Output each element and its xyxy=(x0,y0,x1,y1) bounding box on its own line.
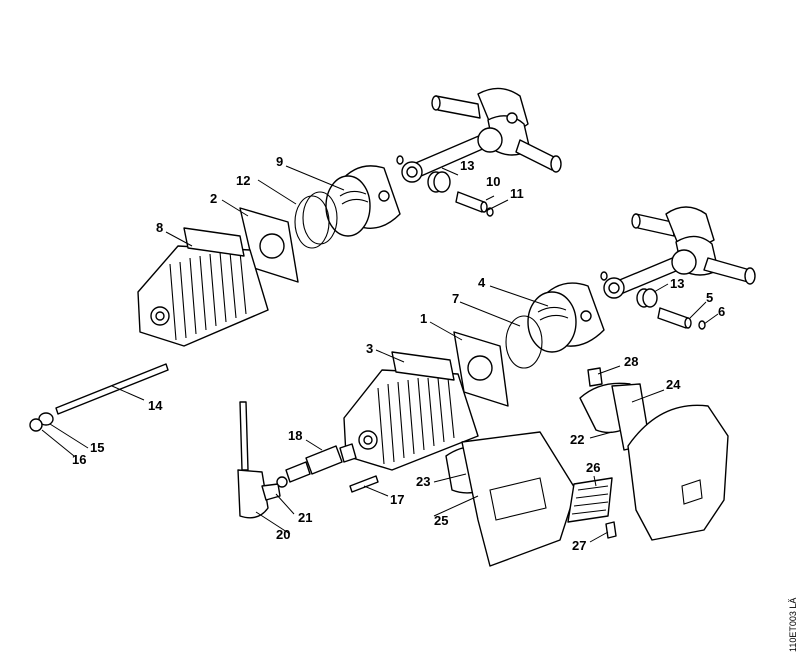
label-2: 2 xyxy=(210,191,217,206)
label-7: 7 xyxy=(452,291,459,306)
connecting-rod-upper xyxy=(401,127,503,183)
label-13-lower: 13 xyxy=(670,276,684,291)
crankshaft-upper xyxy=(431,87,562,173)
label-16: 16 xyxy=(72,452,86,467)
label-15: 15 xyxy=(90,440,104,455)
ignition-lead xyxy=(237,401,281,519)
screw-28 xyxy=(587,367,603,387)
label-10: 10 xyxy=(486,174,500,189)
screw-27 xyxy=(605,521,617,539)
label-23: 23 xyxy=(416,474,430,489)
label-9: 9 xyxy=(276,154,283,169)
spark-plug xyxy=(276,443,357,488)
label-27: 27 xyxy=(572,538,586,553)
label-20: 20 xyxy=(276,527,290,542)
drawing-code: 110ET003 LÄ xyxy=(788,598,798,652)
tie-rod xyxy=(29,363,169,432)
cylinder-lower xyxy=(343,331,509,471)
label-24: 24 xyxy=(666,377,681,392)
label-22: 22 xyxy=(570,432,584,447)
circlip-lower-left xyxy=(600,271,608,281)
piston-pin-lower xyxy=(657,307,692,329)
piston-upper xyxy=(325,165,401,237)
label-26: 26 xyxy=(586,460,600,475)
part-labels: 13 10 11 9 12 2 8 4 7 1 3 13 5 6 14 15 1… xyxy=(72,154,725,553)
label-5: 5 xyxy=(706,290,713,305)
circlip-upper-left xyxy=(396,155,404,165)
needle-bearing-upper xyxy=(427,171,451,193)
piston-pin-upper xyxy=(455,191,488,213)
label-8: 8 xyxy=(156,220,163,235)
circlip-lower xyxy=(698,320,706,330)
muffler-shell-front xyxy=(461,431,577,567)
label-25: 25 xyxy=(434,513,448,528)
cylinder-upper xyxy=(137,207,299,347)
label-4: 4 xyxy=(478,275,486,290)
label-13-upper: 13 xyxy=(460,158,474,173)
needle-bearing-lower xyxy=(636,288,658,308)
leader-lines xyxy=(41,165,719,543)
connecting-rod-lower xyxy=(603,249,697,299)
spark-arrestor-screen xyxy=(567,477,613,523)
label-1: 1 xyxy=(420,311,427,326)
label-14: 14 xyxy=(148,398,163,413)
label-3: 3 xyxy=(366,341,373,356)
piston-ring-lower xyxy=(505,315,543,369)
label-28: 28 xyxy=(624,354,638,369)
label-6: 6 xyxy=(718,304,725,319)
label-21: 21 xyxy=(298,510,312,525)
cylinder-screw xyxy=(349,475,379,493)
muffler-body xyxy=(627,404,729,541)
piston-lower xyxy=(527,282,605,353)
label-11: 11 xyxy=(510,186,524,201)
piston-rings-upper xyxy=(294,191,338,249)
label-17: 17 xyxy=(390,492,404,507)
label-12: 12 xyxy=(236,173,250,188)
label-18: 18 xyxy=(288,428,302,443)
